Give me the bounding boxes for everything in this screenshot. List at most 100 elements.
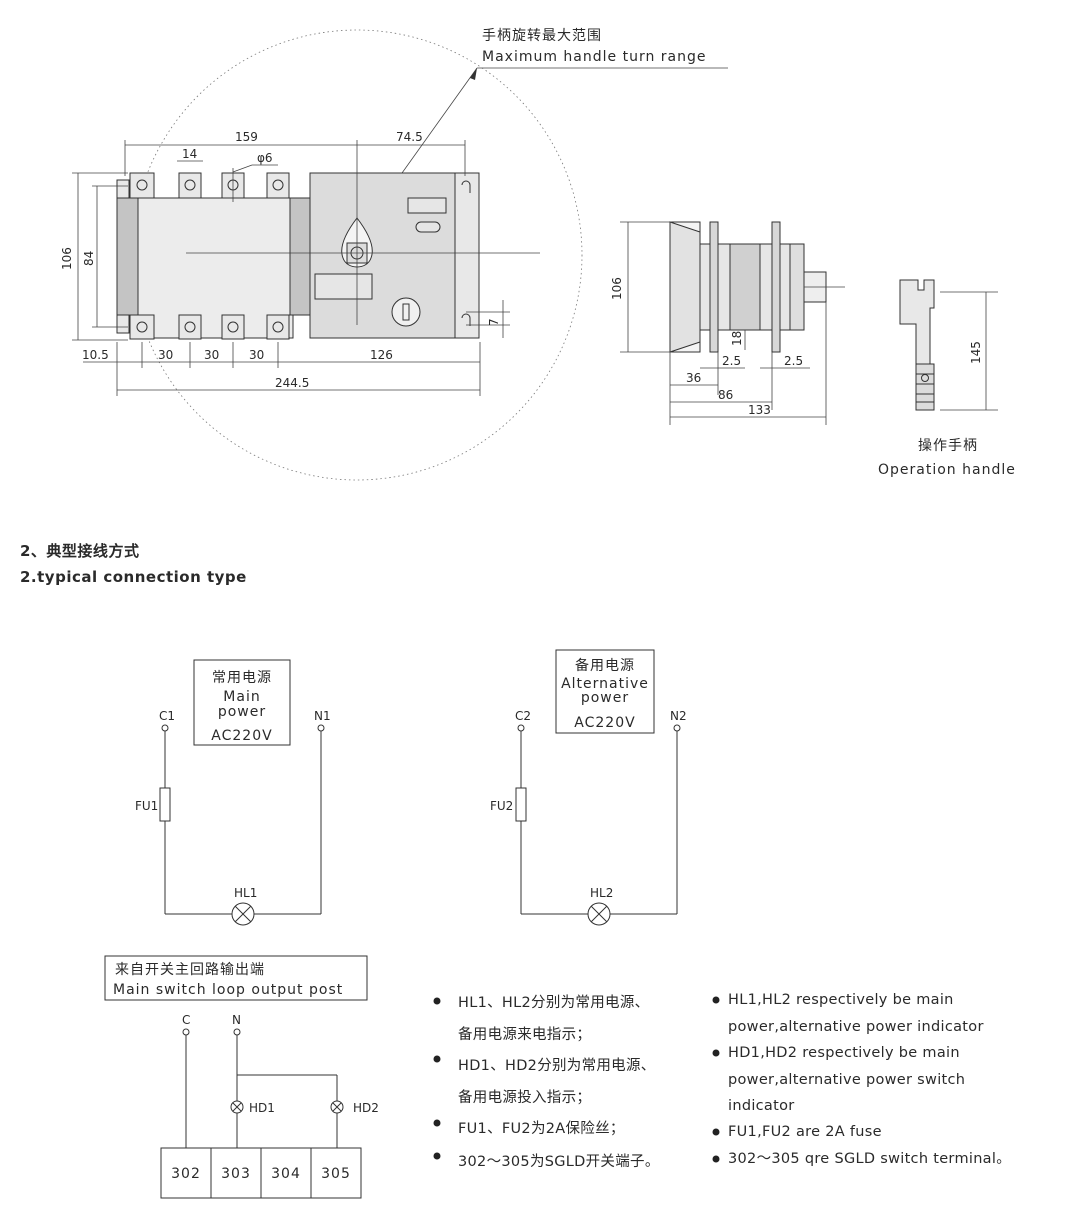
terminal-n1: N1 <box>314 709 331 723</box>
fuse-fu2 <box>515 787 527 822</box>
terminal-c: C <box>182 1013 190 1027</box>
bullet <box>433 1152 441 1160</box>
note-en-1: HL1,HL2 respectively be main <box>728 992 954 1008</box>
note-cn-1: HL1、HL2分别为常用电源、 <box>458 994 649 1011</box>
right-flange <box>454 172 480 339</box>
section-title-en: 2.typical connection type <box>20 568 247 586</box>
side-dim-18: 18 <box>730 331 744 346</box>
bullet <box>433 1119 441 1127</box>
output-post-label-cn: 来自开关主回路输出端 <box>115 962 265 978</box>
alt-power-box <box>555 649 655 734</box>
note-cn-1b: 备用电源来电指示； <box>458 1026 591 1043</box>
terminal-hole <box>272 179 284 191</box>
terminal-c1: C1 <box>159 709 175 723</box>
circuit-main-power: 常用电源 Main power AC220V C1 N1 FU1 HL1 <box>135 659 331 926</box>
note-en-4: 302～305 qre SGLD switch terminal。 <box>728 1151 1011 1167</box>
alt-power-label-en2: power <box>581 690 629 706</box>
bullet <box>712 1155 720 1163</box>
leader-arrow <box>470 68 477 80</box>
lock-keyhole <box>402 303 410 321</box>
terminal-top-2 <box>178 172 202 199</box>
terminal-hole <box>184 179 196 191</box>
note-en-2: HD1,HD2 respectively be main <box>728 1045 960 1061</box>
dim-74-5: 74.5 <box>396 130 423 144</box>
right-slot-top <box>461 180 471 193</box>
terminal-305: 305 <box>321 1166 351 1182</box>
terminal-bottom-1 <box>129 314 155 340</box>
dim-106-front: 106 <box>60 247 74 270</box>
terminal-bottom-3 <box>221 314 245 340</box>
note-en-2c: indicator <box>728 1098 795 1114</box>
terminal-n: N <box>232 1013 241 1027</box>
front-view: 手柄旋转最大范围 Maximum handle turn range <box>60 27 728 481</box>
notes-cn: HL1、HL2分别为常用电源、 备用电源来电指示； HD1、HD2分别为常用电源… <box>433 994 660 1170</box>
bullet <box>433 1055 441 1063</box>
fuse-fu1 <box>159 787 171 822</box>
terminal-n2: N2 <box>670 709 687 723</box>
circuit-output-post: 来自开关主回路输出端 Main switch loop output post … <box>104 955 379 1199</box>
alt-power-voltage: AC220V <box>574 715 635 731</box>
notes-en: HL1,HL2 respectively be main power,alter… <box>712 992 1011 1167</box>
dim-phi6: φ6 <box>257 151 273 165</box>
lamp-hd2-label: HD2 <box>353 1101 379 1115</box>
dim-14: 14 <box>182 147 197 161</box>
lock-knob <box>391 297 421 327</box>
dim-159: 159 <box>235 130 258 144</box>
note-cn-2: HD1、HD2分别为常用电源、 <box>458 1057 656 1074</box>
side-dim-86: 86 <box>718 388 733 402</box>
main-power-voltage: AC220V <box>211 728 272 744</box>
handle-label-en: Operation handle <box>878 462 1016 478</box>
side-dim-36: 36 <box>686 371 701 385</box>
terminal-303: 303 <box>221 1166 251 1182</box>
note-en-2b: power,alternative power switch <box>728 1072 965 1088</box>
terminal-c2: C2 <box>515 709 531 723</box>
fuse-fu2-label: FU2 <box>490 799 513 813</box>
side-view: 106 18 2.5 2.5 36 86 133 <box>610 221 845 425</box>
main-power-label-en2: power <box>218 704 266 720</box>
indicator-slot <box>415 221 441 233</box>
lamp-hl1-label: HL1 <box>234 886 257 900</box>
output-post-label-en: Main switch loop output post <box>113 982 343 998</box>
dim-30-c: 30 <box>249 348 264 362</box>
dim-244-5: 244.5 <box>275 376 309 390</box>
fuse-fu1-label: FU1 <box>135 799 158 813</box>
body-mid-plate <box>289 197 311 316</box>
left-ear-bottom <box>116 314 130 334</box>
main-power-label-en1: Main <box>223 689 260 705</box>
note-cn-4: 302～305为SGLD开关端子。 <box>458 1153 660 1170</box>
note-cn-3: FU1、FU2为2A保险丝； <box>458 1120 625 1137</box>
side-dim-106: 106 <box>610 277 624 300</box>
bullet <box>712 1049 720 1057</box>
dim-10-5: 10.5 <box>82 348 109 362</box>
terminal-top-1 <box>129 172 155 199</box>
operation-handle: 145 操作手柄 Operation handle <box>878 279 1016 478</box>
terminal-hole <box>136 179 148 191</box>
indicator-window <box>407 197 447 214</box>
dim-7: 7 <box>487 318 501 326</box>
dim-30-b: 30 <box>204 348 219 362</box>
dim-30-a: 30 <box>158 348 173 362</box>
bullet <box>433 997 441 1005</box>
right-slot-bottom <box>461 313 471 326</box>
handle-dim-145: 145 <box>969 341 983 364</box>
side-dim-133: 133 <box>748 403 771 417</box>
main-power-label-cn: 常用电源 <box>212 670 272 686</box>
section-title-cn: 2、典型接线方式 <box>20 542 139 560</box>
terminal-bottom-2 <box>178 314 202 340</box>
terminal-hole <box>227 321 239 333</box>
terminal-304: 304 <box>271 1166 301 1182</box>
terminal-302: 302 <box>171 1166 201 1182</box>
handle-label-cn: 操作手柄 <box>918 438 978 454</box>
side-dim-2-5-b: 2.5 <box>784 354 803 368</box>
lamp-hd1-label: HD1 <box>249 1101 275 1115</box>
nameplate <box>314 273 373 300</box>
note-en-3: FU1,FU2 are 2A fuse <box>728 1124 882 1140</box>
lamp-hl2-label: HL2 <box>590 886 613 900</box>
dim-84: 84 <box>82 251 96 266</box>
side-dim-2-5-a: 2.5 <box>722 354 741 368</box>
turn-range-label-en: Maximum handle turn range <box>482 49 707 65</box>
note-cn-2b: 备用电源投入指示； <box>458 1089 591 1106</box>
body-left-plate <box>116 197 142 316</box>
alt-power-label-en1: Alternative <box>561 676 649 692</box>
